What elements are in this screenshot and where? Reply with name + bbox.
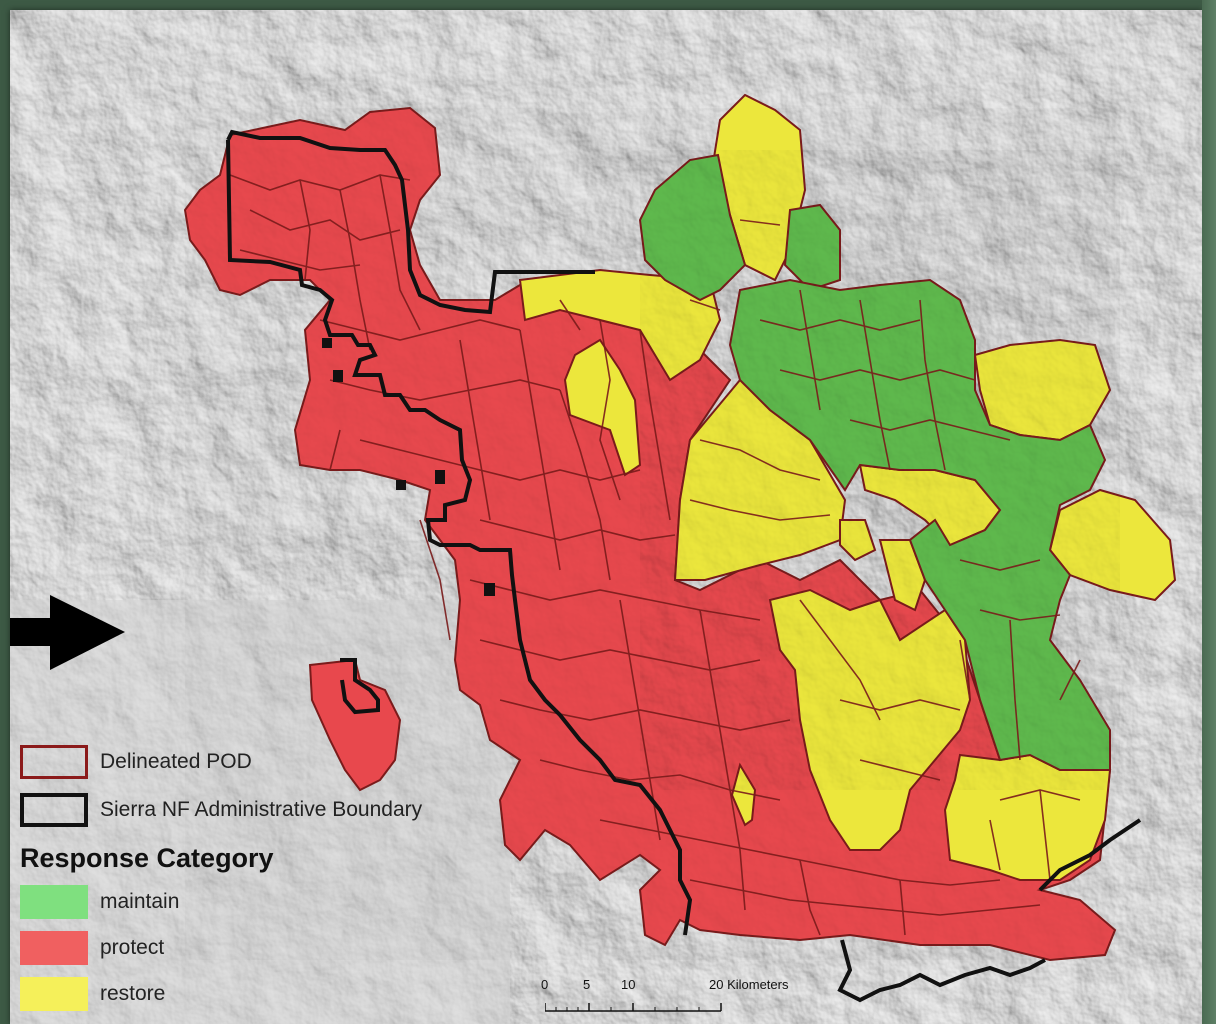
legend-label-boundary: Sierra NF Administrative Boundary	[100, 798, 423, 821]
pod-outlines	[229, 174, 1081, 936]
legend-label-restore: restore	[100, 982, 166, 1005]
map-canvas	[10, 10, 1202, 1024]
scale-ticks	[545, 1003, 722, 1012]
map-frame: Delineated POD Sierra NF Administrative …	[10, 10, 1202, 1024]
scale-label-0: 0	[541, 977, 549, 992]
protect-swatch	[20, 931, 88, 965]
map-legend: Delineated POD Sierra NF Administrative …	[20, 735, 490, 1020]
scale-label-20: 20 Kilometers	[709, 977, 789, 992]
scale-bar: 0 5 10 20 Kilometers	[537, 977, 837, 1022]
legend-title: Response Category	[20, 843, 274, 873]
maintain-swatch	[20, 885, 88, 919]
legend-label-maintain: maintain	[100, 890, 180, 913]
maintain-shading	[640, 150, 1120, 790]
legend-row-maintain: maintain	[20, 885, 179, 919]
legend-label-pod: Delineated POD	[100, 750, 252, 773]
legend-row-pod: Delineated POD	[20, 745, 252, 779]
boundary-swatch	[20, 793, 88, 827]
valley-floor	[10, 600, 510, 1024]
frame-edge	[1202, 0, 1216, 1024]
admin-boundary	[226, 129, 1142, 1003]
legend-row-restore: restore	[20, 977, 165, 1011]
scale-label-5: 5	[583, 977, 591, 992]
legend-row-protect: protect	[20, 931, 164, 965]
legend-row-boundary: Sierra NF Administrative Boundary	[20, 793, 422, 827]
scale-label-10: 10	[621, 977, 636, 992]
pod-swatch	[20, 745, 88, 779]
restore-swatch	[20, 977, 88, 1011]
arrow-indicator	[10, 595, 125, 670]
legend-label-protect: protect	[100, 936, 165, 959]
